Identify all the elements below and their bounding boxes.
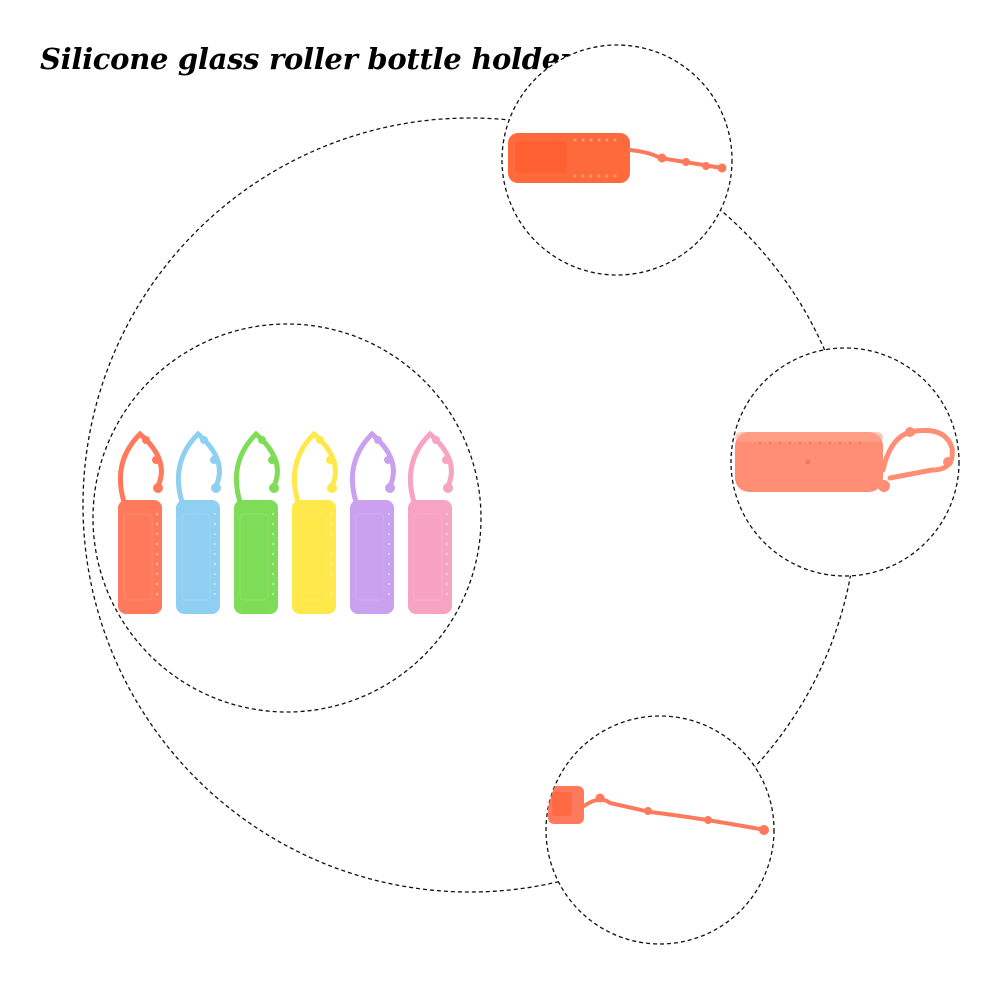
detail-circle-bottom	[545, 715, 775, 945]
holder-closeup-right	[735, 427, 955, 492]
page-title: Silicone glass roller bottle holder	[40, 42, 575, 76]
holder-blue	[175, 430, 222, 614]
holder-pink	[407, 430, 454, 614]
holder-closeup-top	[508, 133, 727, 183]
holder-closeup-bottom	[548, 786, 769, 835]
holder-yellow	[291, 430, 338, 614]
detail-circle-right	[730, 347, 960, 577]
holder-purple	[349, 430, 396, 614]
holder-green	[233, 430, 280, 614]
holder-coral	[117, 430, 164, 614]
detail-circle-top	[501, 44, 733, 276]
detail-circle-lineup	[92, 323, 482, 713]
